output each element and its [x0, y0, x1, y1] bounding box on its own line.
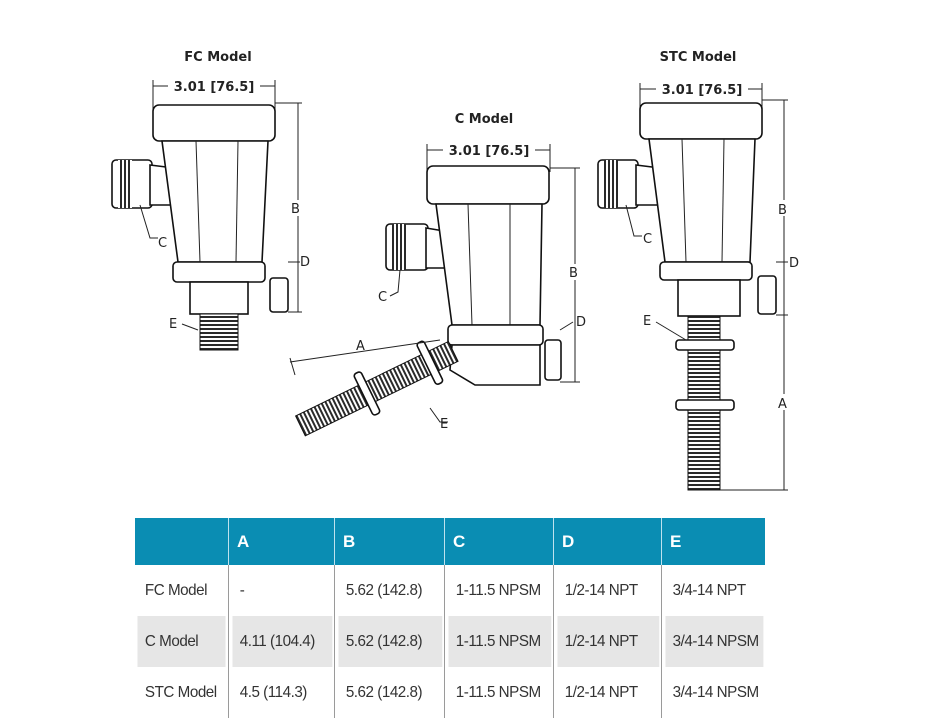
table-cell: 3/4-14 NPT — [663, 565, 763, 616]
table-cell: 1-11.5 NPSM — [446, 616, 551, 667]
c-label-a: A — [356, 339, 365, 354]
table-row: FC Model - 5.62 (142.8) 1-11.5 NPSM 1/2-… — [135, 565, 765, 616]
fc-label-c: C — [158, 236, 167, 251]
table-row: C Model 4.11 (104.4) 5.62 (142.8) 1-11.5… — [135, 616, 765, 667]
header-cell: B — [334, 518, 445, 565]
fc-label-d: D — [300, 255, 310, 270]
fc-model-title: FC Model — [184, 50, 251, 65]
stc-model-title: STC Model — [660, 50, 737, 65]
model-cell: C Model — [137, 616, 227, 667]
c-label-c: C — [378, 290, 387, 305]
stc-width-dimension: 3.01 [76.5] — [662, 83, 743, 98]
c-label-e: E — [440, 417, 448, 432]
table-cell: 5.62 (142.8) — [336, 667, 442, 718]
stc-label-c: C — [643, 232, 652, 247]
model-cell: STC Model — [144, 683, 217, 701]
table-cell: 4.11 (104.4) — [230, 616, 332, 667]
header-cell: E — [661, 518, 765, 565]
fc-model-drawing: FC Model 3.01 [76.5] B C D E — [111, 50, 310, 351]
table-cell: 5.62 (142.8) — [336, 565, 442, 616]
table-row: STC Model 4.5 (114.3) 5.62 (142.8) 1-11.… — [135, 667, 765, 718]
header-cell — [135, 518, 229, 565]
stc-label-e: E — [643, 314, 651, 329]
table-cell: 1/2-14 NPT — [555, 565, 659, 616]
fc-width-dimension: 3.01 [76.5] — [174, 80, 255, 95]
stc-label-b: B — [778, 203, 787, 218]
stc-model-drawing: STC Model 3.01 [76.5] B A C D E — [597, 50, 799, 491]
pump-drawings: FC Model 3.01 [76.5] B C D E C Model 3.0… — [111, 50, 799, 491]
table-header-row: A B C D E — [135, 518, 765, 565]
table-cell: 4.5 (114.3) — [230, 667, 332, 718]
table-cell: 3/4-14 NPSM — [663, 667, 763, 718]
stc-label-d: D — [789, 256, 799, 271]
table-cell: 1/2-14 NPT — [555, 667, 659, 718]
table-cell: - — [230, 565, 332, 616]
c-label-b: B — [569, 266, 578, 281]
model-cell: FC Model — [144, 581, 208, 599]
dimensions-table: A B C D E FC Model - 5.62 (142.8) 1-11.5… — [135, 518, 765, 718]
c-label-d: D — [576, 315, 586, 330]
c-width-dimension: 3.01 [76.5] — [449, 144, 530, 159]
c-model-title: C Model — [455, 112, 514, 127]
stc-label-a: A — [778, 397, 787, 412]
table-cell: 3/4-14 NPSM — [663, 616, 763, 667]
fc-label-e: E — [169, 317, 177, 332]
table-cell: 1-11.5 NPSM — [446, 565, 551, 616]
table-cell: 1/2-14 NPT — [555, 616, 659, 667]
fc-label-b: B — [291, 202, 300, 217]
table-cell: 5.62 (142.8) — [336, 616, 442, 667]
table-cell: 1-11.5 NPSM — [446, 667, 551, 718]
header-cell: C — [444, 518, 554, 565]
c-model-drawing: C Model 3.01 [76.5] B C D A E — [289, 112, 586, 437]
header-cell: A — [228, 518, 335, 565]
header-cell: D — [553, 518, 662, 565]
